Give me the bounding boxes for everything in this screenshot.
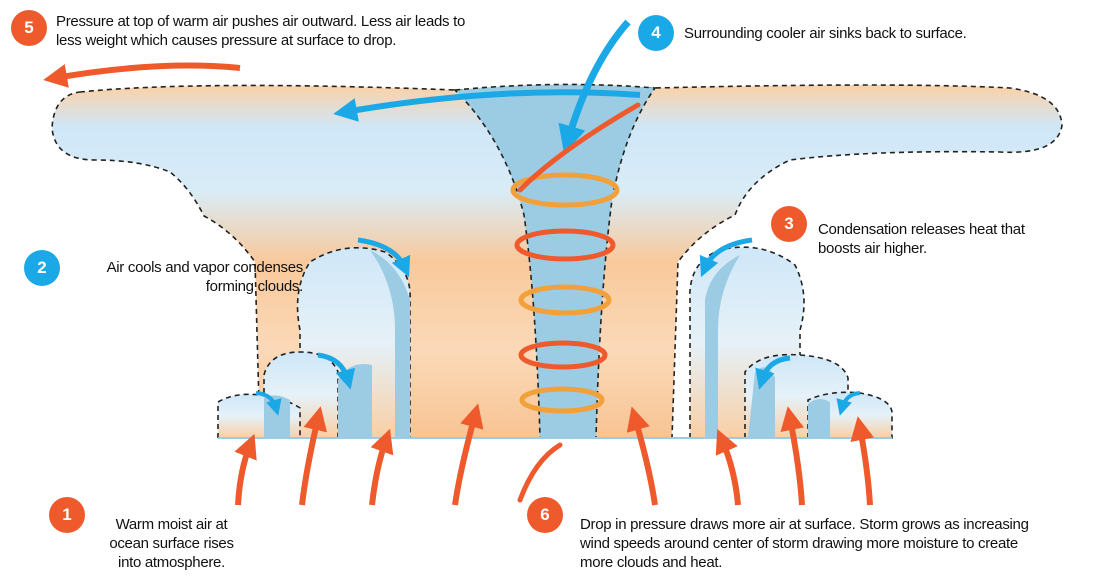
- step-caption-3: Condensation releases heat that boosts a…: [818, 220, 1078, 258]
- step-caption-5: Pressure at top of warm air pushes air o…: [56, 12, 546, 50]
- orange-arrow-up-1: [238, 445, 250, 505]
- tower-shade-right-3: [808, 399, 830, 438]
- step-badge-3: 3: [771, 206, 807, 242]
- step-caption-6: Drop in pressure draws more air at surfa…: [580, 515, 1110, 572]
- step-badge-4: 4: [638, 15, 674, 51]
- step-badge-2: 2: [24, 250, 60, 286]
- orange-arrow-up-3: [372, 440, 386, 505]
- tower-shade-left-3: [264, 395, 290, 438]
- step-caption-4: Surrounding cooler air sinks back to sur…: [684, 24, 1044, 43]
- step-badge-1: 1: [49, 497, 85, 533]
- step-caption-1: Warm moist air at ocean surface rises in…: [94, 515, 249, 572]
- step-badge-6: 6: [527, 497, 563, 533]
- step-caption-2: Air cools and vapor condenses forming cl…: [68, 258, 303, 296]
- orange-arrow-up-6: [722, 440, 738, 505]
- orange-arrow-up-8: [860, 428, 870, 505]
- tower-shade-left: [338, 364, 372, 438]
- orange-arrow-outward: [55, 66, 240, 78]
- step-badge-5: 5: [11, 10, 47, 46]
